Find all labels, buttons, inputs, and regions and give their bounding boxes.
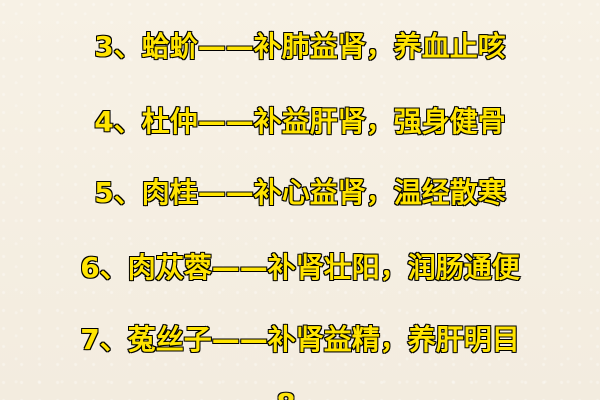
- herb-item-8-partial: 8、: [0, 389, 600, 400]
- herb-item-7: 7、菟丝子——补肾益精，养肝明目: [80, 323, 521, 356]
- herb-item-4: 4、杜仲——补益肝肾，强身健骨: [94, 105, 507, 138]
- herb-item-6: 6、肉苁蓉——补肾壮阳，润肠通便: [80, 251, 521, 284]
- herb-item-5: 5、肉桂——补心益肾，温经散寒: [94, 176, 507, 209]
- herb-item-3: 3、蛤蚧——补肺益肾，养血止咳: [94, 30, 507, 63]
